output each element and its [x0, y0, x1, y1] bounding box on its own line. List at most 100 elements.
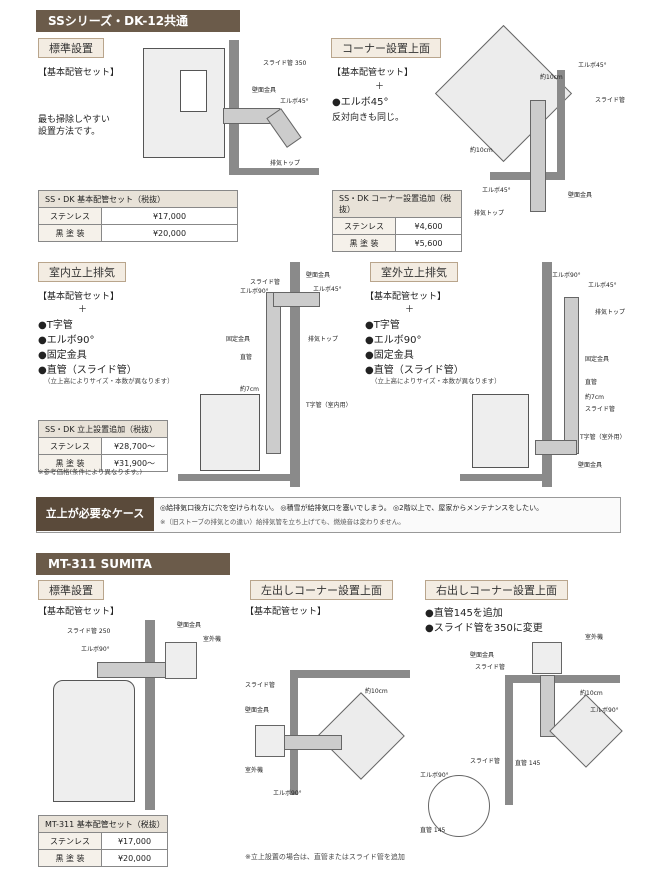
outdoor-note: （立上高によりサイズ・本数が異なります）	[371, 377, 501, 385]
outdoor-riser-diagram: エルボ90° エルボ45° 排気トップ 固定金具 直管 約7cm スライド管 T…	[460, 262, 630, 487]
detail-circle	[428, 775, 490, 837]
elbow-45	[266, 108, 302, 148]
indoor-label-slide: スライド管	[250, 279, 281, 286]
corner-wall-vertical	[557, 70, 565, 180]
floor	[460, 474, 552, 481]
corner-label-wall-bracket: 壁面金具	[568, 192, 593, 199]
right-slide-pipe	[540, 675, 555, 737]
indoor-label-t-pipe: T字管（室内用）	[306, 402, 352, 409]
heater-top-view	[434, 24, 573, 163]
outdoor-label-elbow45: エルボ45°	[588, 282, 617, 289]
section-title-right-corner: 右出しコーナー設置上面	[425, 580, 568, 600]
corner-label-elbow45-bottom: エルボ45°	[482, 187, 511, 194]
right-label-slide: スライド管	[475, 664, 506, 671]
right-label-straight-145-detail: 直管 145	[420, 827, 446, 834]
right-item-slide: ●スライド管を350に変更	[425, 623, 543, 634]
outdoor-unit	[255, 725, 285, 757]
table-header: SS・DK コーナー設置追加（税抜）	[332, 190, 462, 218]
label-elbow-45: エルボ45°	[280, 98, 309, 105]
corner-label-elbow45-top: エルボ45°	[578, 62, 607, 69]
outdoor-label-bracket: 固定金具	[585, 356, 610, 363]
outdoor-unit	[165, 642, 197, 679]
outdoor-item-t: ●T字管	[365, 320, 400, 331]
mt-label-elbow90: エルボ90°	[81, 646, 110, 653]
corner-label-10cm-top: 約10cm	[540, 74, 563, 81]
heater-unit	[472, 394, 529, 468]
row-price: ¥31,900～	[101, 454, 168, 472]
right-label-elbow90-detail: エルボ90°	[420, 772, 449, 779]
series-header-mt311: MT-311 SUMITA	[36, 553, 230, 575]
right-label-slide-detail: スライド管	[470, 758, 501, 765]
row-price: ¥20,000	[101, 849, 168, 867]
left-label-outdoor-unit: 室外機	[245, 767, 264, 774]
indoor-label-elbow90: エルボ90°	[240, 288, 269, 295]
label-slide-pipe-350: スライド管 350	[263, 60, 307, 67]
label-exhaust-top: 排気トップ	[270, 160, 301, 167]
outdoor-basic-set: 【基本配管セット】	[365, 292, 447, 302]
row-label: ステンレス	[38, 832, 102, 850]
outdoor-label-7cm: 約7cm	[585, 394, 604, 401]
corner-label-exhaust-top: 排気トップ	[474, 210, 505, 217]
outdoor-item-bracket: ●固定金具	[365, 350, 414, 361]
row-label: 黒 塗 装	[38, 224, 102, 242]
indoor-item-t: ●T字管	[38, 320, 73, 331]
indoor-riser-diagram: スライド管 エルボ90° 壁面金具 エルボ45° 固定金具 直管 排気トップ 約…	[178, 262, 352, 487]
left-label-wall-bracket: 壁面金具	[245, 707, 270, 714]
reference-price-note: ※参考価格(条件により異なります。)	[38, 468, 142, 476]
corner-wall-horizontal	[490, 172, 565, 180]
indoor-label-elbow45: エルボ45°	[313, 286, 342, 293]
outdoor-label-straight: 直管	[585, 379, 598, 386]
indoor-basic-set: 【基本配管セット】	[38, 292, 120, 302]
indoor-label-bracket: 固定金具	[226, 336, 251, 343]
wall	[542, 262, 552, 487]
corner-item-elbow: ●エルボ45°	[332, 97, 389, 108]
corner-install-diagram: エルボ45° 約10cm スライド管 約10cm エルボ45° 壁面金具 排気ト…	[430, 24, 630, 220]
outdoor-riser-pipe	[564, 297, 579, 454]
outdoor-label-wall-bracket: 壁面金具	[578, 462, 603, 469]
mt-slide-pipe	[97, 662, 174, 678]
indoor-note: （立上高によりサイズ・本数が異なります）	[44, 377, 174, 385]
row-price: ¥20,000	[101, 224, 238, 242]
section-title-mt-standard: 標準設置	[38, 580, 104, 600]
floor	[229, 168, 319, 175]
riser-pipe	[266, 292, 281, 454]
right-label-outdoor-unit: 室外機	[585, 634, 604, 641]
right-corner-diagram: 室外機 壁面金具 スライド管 約10cm エルボ90° 直管 145 スライド管…	[420, 630, 625, 840]
wall	[290, 262, 300, 487]
floor	[178, 474, 300, 481]
corner-plus: ＋	[375, 82, 385, 92]
mt-label-outdoor-unit: 室外機	[203, 636, 222, 643]
section-title-standard: 標準設置	[38, 38, 104, 58]
basic-set-label: 【基本配管セット】	[38, 68, 120, 78]
corner-slide-pipe	[530, 100, 546, 212]
row-label: ステンレス	[38, 207, 102, 225]
label-wall-bracket: 壁面金具	[252, 87, 277, 94]
standard-install-diagram: スライド管 350 壁面金具 エルボ45° 排気トップ	[135, 40, 320, 180]
outdoor-item-straight: ●直管（スライド管）	[365, 365, 464, 376]
outdoor-label-elbow90: エルボ90°	[552, 272, 581, 279]
indoor-item-straight: ●直管（スライド管）	[38, 365, 137, 376]
indoor-label-wall-bracket: 壁面金具	[306, 272, 331, 279]
row-label: 黒 塗 装	[332, 234, 396, 252]
indoor-item-bracket: ●固定金具	[38, 350, 87, 361]
left-label-elbow90: エルボ90°	[273, 790, 302, 797]
indoor-label-exhaust-top: 排気トップ	[308, 336, 339, 343]
mt-price-table: MT-311 基本配管セット（税抜） ステンレス¥17,000 黒 塗 装¥20…	[38, 815, 168, 867]
left-label-10cm: 約10cm	[365, 688, 388, 695]
indoor-item-elbow90: ●エルボ90°	[38, 335, 95, 346]
riser-footnote: ※立上設置の場合は、直管またはスライド管を追加	[245, 853, 405, 861]
indoor-plus: ＋	[78, 305, 88, 315]
riser-cases-line2: ※（旧ストーブの排気との違い）給排気管を立ち上げても、燃焼音は変わりません。	[160, 518, 405, 526]
corner-wall-vertical	[290, 670, 298, 795]
indoor-price-table: SS・DK 立上設置追加（税抜） ステンレス¥28,700～ 黒 塗 装¥31,…	[38, 420, 168, 472]
corner-price-table: SS・DK コーナー設置追加（税抜） ステンレス¥4,600 黒 塗 装¥5,6…	[332, 190, 462, 252]
row-price: ¥17,000	[101, 832, 168, 850]
outdoor-label-t-pipe: T字管（室外用）	[580, 434, 626, 441]
riser-cases-line1: ◎給排気口後方に穴を空けられない。 ◎積雪が給排気口を塞いでしまう。 ◎2階以上…	[160, 504, 544, 512]
right-label-elbow90: エルボ90°	[590, 707, 619, 714]
series-header-ss-dk: SSシリーズ・DK-12共通	[36, 10, 240, 32]
description-line-1: 最も掃除しやすい	[38, 115, 110, 125]
row-price: ¥4,600	[395, 217, 462, 235]
corner-basic-set: 【基本配管セット】	[332, 68, 414, 78]
right-label-10cm: 約10cm	[580, 690, 603, 697]
